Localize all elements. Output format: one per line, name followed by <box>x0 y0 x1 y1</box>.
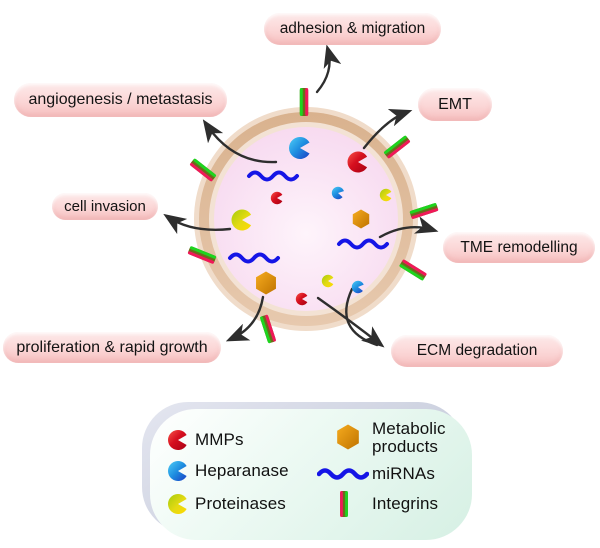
legend-label-heparanase: Heparanase <box>195 461 289 480</box>
integrin-icon <box>299 88 309 116</box>
arrow-ecm-branch <box>345 287 379 347</box>
label-cell-invasion: cell invasion <box>52 193 158 220</box>
legend-label-integrins: Integrins <box>372 494 439 513</box>
arrow-emt <box>362 109 413 150</box>
legend-label-mirnas: miRNAs <box>372 464 435 483</box>
orange-hexagon-icon <box>337 424 359 450</box>
blue-wave-icon <box>317 464 369 484</box>
red-pacman-icon <box>167 430 187 450</box>
effect-arrows <box>163 44 439 348</box>
legend-label-mmps: MMPs <box>195 430 244 449</box>
label-angiogenesis-metastasis: angiogenesis / metastasis <box>14 83 227 117</box>
label-adhesion-migration: adhesion & migration <box>264 13 441 45</box>
label-tme-remodelling: TME remodelling <box>443 232 595 263</box>
arrow-angiogenesis <box>202 119 278 164</box>
legend-label-metabolic-products: Metabolic products <box>372 420 446 456</box>
label-emt: EMT <box>418 88 492 121</box>
arrow-adhesion <box>315 44 342 94</box>
legend-label-metabolic-line1: Metabolic <box>372 419 446 438</box>
blue-pacman-icon <box>167 461 187 481</box>
arrow-invasion <box>163 213 232 235</box>
arrow-proliferation <box>225 295 265 342</box>
striped-bar-icon <box>340 490 348 518</box>
legend: MMPs Heparanase Proteinases Metabolic pr… <box>150 409 472 540</box>
label-ecm-degradation: ECM degradation <box>391 335 563 367</box>
legend-label-metabolic-line2: products <box>372 437 439 456</box>
label-proliferation-rapid-growth: proliferation & rapid growth <box>3 332 221 363</box>
arrow-tme <box>378 216 439 239</box>
legend-label-proteinases: Proteinases <box>195 494 286 513</box>
arrow-ecm <box>316 296 385 348</box>
yellow-pacman-icon <box>167 494 187 514</box>
